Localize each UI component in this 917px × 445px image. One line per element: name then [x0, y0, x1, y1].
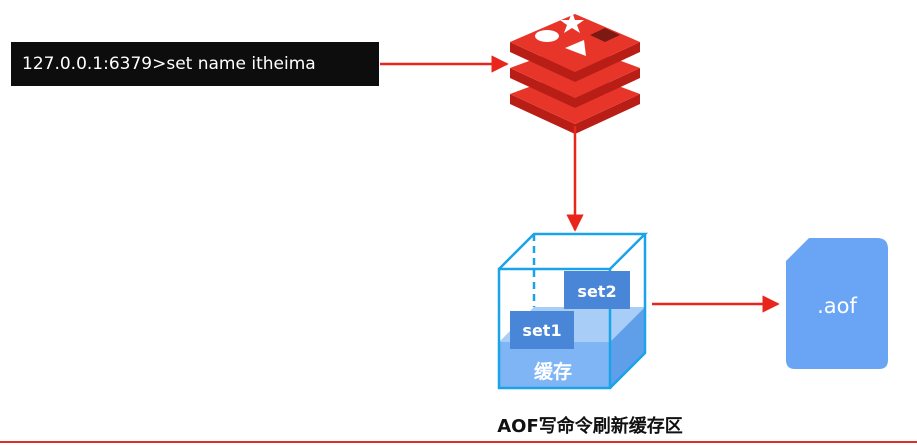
command-terminal: 127.0.0.1:6379>set name itheima	[11, 42, 379, 86]
diagram-caption: AOF写命令刷新缓存区	[497, 416, 683, 437]
buffer-entry-set2-block	[564, 271, 630, 309]
buffer-entry-set2: set2	[577, 282, 616, 301]
file-label: .aof	[817, 294, 857, 318]
buffer-entry-set1: set1	[522, 321, 561, 340]
buffer-entry-set1-block	[510, 311, 574, 349]
file-icon	[786, 238, 888, 369]
command-text: 127.0.0.1:6379>set name itheima	[22, 54, 316, 74]
bottom-divider	[0, 441, 917, 443]
buffer-label: 缓存	[534, 360, 572, 383]
redis-logo-icon	[510, 12, 640, 134]
